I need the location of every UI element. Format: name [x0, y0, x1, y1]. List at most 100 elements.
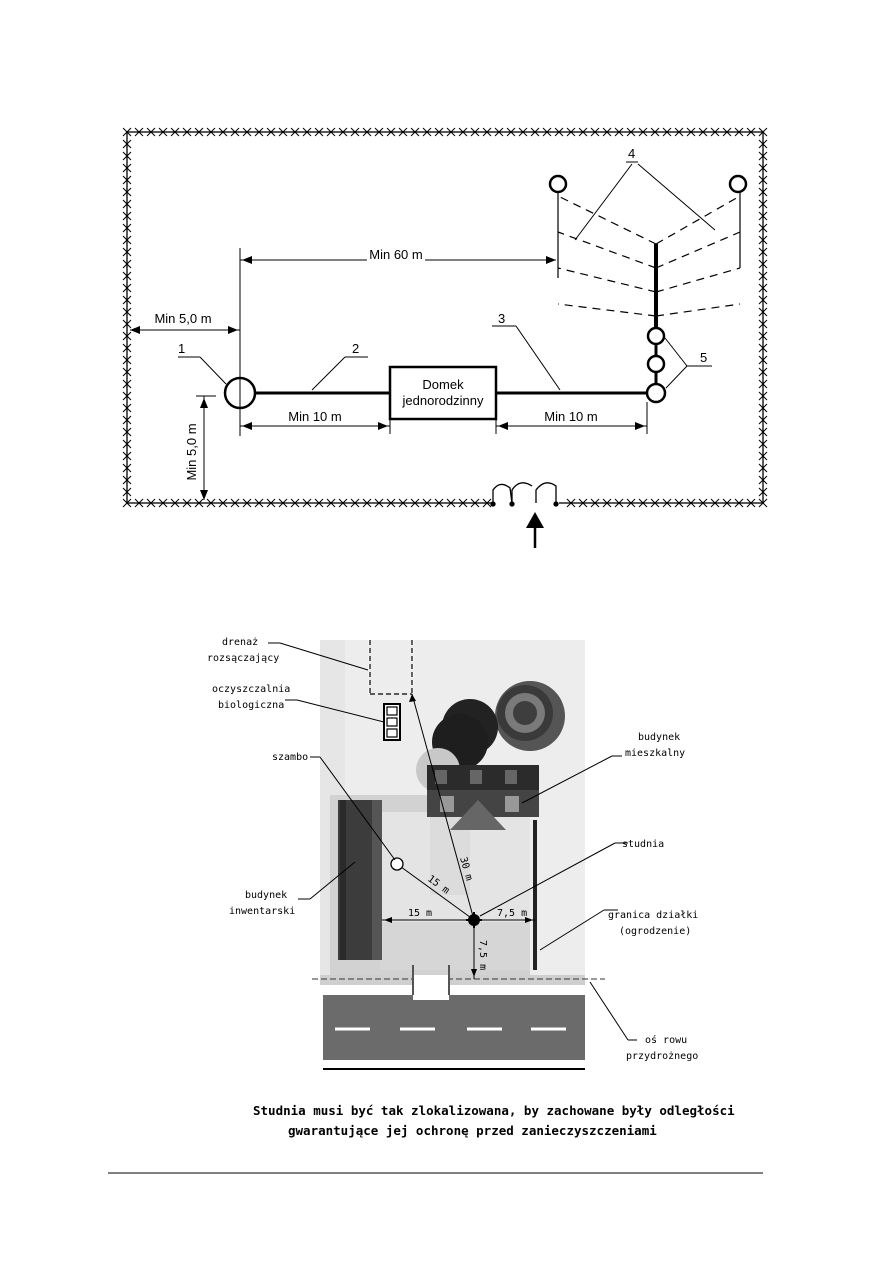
gate-opening: [493, 498, 559, 508]
fence-cross: [122, 355, 132, 365]
fence-cross: [194, 127, 204, 137]
fence-cross: [446, 498, 456, 508]
fence-cross: [698, 498, 708, 508]
vent-right: [728, 174, 748, 194]
fence-cross: [566, 127, 576, 137]
fence-cross: [122, 319, 132, 329]
fence-cross: [758, 235, 768, 245]
label-livestock-1: budynek: [245, 890, 287, 901]
fence-cross: [650, 127, 660, 137]
fence-cross: [590, 127, 600, 137]
fence-cross: [458, 127, 468, 137]
fence-cross: [758, 367, 768, 377]
fence-cross: [566, 498, 576, 508]
fence-cross: [194, 498, 204, 508]
label-plant-2: biologiczna: [218, 700, 284, 711]
fence-cross: [758, 199, 768, 209]
well-location-diagram: 30 m 15 m 15 m 7,5 m 7,5 m drenaż rozsąc…: [207, 637, 735, 1138]
fence-cross: [122, 331, 132, 341]
fence-cross: [578, 127, 588, 137]
fence-cross: [686, 127, 696, 137]
caption-line-2: gwarantujące jej ochronę przed zanieczys…: [288, 1123, 657, 1138]
fence-cross: [614, 127, 624, 137]
fence-cross: [386, 498, 396, 508]
fence-cross: [302, 498, 312, 508]
fence-cross: [122, 199, 132, 209]
septic-chamber-2: [646, 354, 666, 374]
fence-cross: [374, 498, 384, 508]
callout-leaders: [268, 642, 637, 1041]
fence-cross: [734, 498, 744, 508]
fence-cross: [134, 127, 144, 137]
fence-cross: [410, 127, 420, 137]
fence-cross: [254, 498, 264, 508]
fence-cross: [638, 498, 648, 508]
marker-1: 1: [178, 341, 185, 356]
leader-lines: [178, 161, 716, 391]
fence-cross: [206, 498, 216, 508]
fence-cross: [362, 498, 372, 508]
fence-cross: [758, 259, 768, 269]
fence-cross: [350, 127, 360, 137]
fence-cross: [530, 127, 540, 137]
fence-cross: [686, 498, 696, 508]
fence-cross: [758, 379, 768, 389]
fence-cross: [734, 127, 744, 137]
fence-cross: [758, 187, 768, 197]
label-ditch-2: przydrożnego: [626, 1051, 698, 1062]
fence-cross: [758, 451, 768, 461]
fence-cross: [758, 331, 768, 341]
marker-5: 5: [700, 350, 707, 365]
fence-cross: [758, 247, 768, 257]
fence-cross: [122, 307, 132, 317]
fence-cross: [122, 175, 132, 185]
house-label-1: Domek: [422, 377, 464, 392]
fence-border: [126, 131, 764, 504]
fence-cross: [590, 498, 600, 508]
label-cesspool: szambo: [272, 752, 308, 763]
fence-cross: [170, 127, 180, 137]
fence-cross: [122, 367, 132, 377]
fence-cross: [266, 498, 276, 508]
fence-cross: [122, 247, 132, 257]
fence-cross: [170, 498, 180, 508]
fence-cross: [638, 127, 648, 137]
distance-arrows: [384, 694, 533, 977]
fence-cross: [758, 391, 768, 401]
fence-cross: [398, 498, 408, 508]
fence-cross: [218, 498, 228, 508]
fence-cross: [602, 498, 612, 508]
fence-cross: [482, 127, 492, 137]
fence-cross: [722, 498, 732, 508]
fence-cross: [350, 498, 360, 508]
driveway: [413, 975, 449, 1000]
fence-cross: [710, 127, 720, 137]
fence-cross: [518, 127, 528, 137]
fence-cross: [122, 283, 132, 293]
fence-cross: [758, 151, 768, 161]
label-plant-1: oczyszczalnia: [212, 684, 290, 695]
fence-cross: [542, 127, 552, 137]
dim-min-5-left: Min 5,0 m: [154, 311, 211, 326]
fence-cross: [122, 187, 132, 197]
fence-cross: [386, 127, 396, 137]
fence-cross: [182, 498, 192, 508]
fence-cross: [758, 355, 768, 365]
dim-min-60: Min 60 m: [369, 247, 422, 262]
fence-cross: [758, 307, 768, 317]
fence-cross: [122, 163, 132, 173]
fence-cross: [758, 439, 768, 449]
fence-cross: [758, 475, 768, 485]
fence-cross: [758, 295, 768, 305]
septic-chamber-3: [646, 326, 666, 346]
fence-cross: [374, 127, 384, 137]
fence-cross: [626, 127, 636, 137]
fence-cross: [122, 235, 132, 245]
label-drain-2: rozsączający: [207, 653, 279, 664]
fence-cross: [122, 211, 132, 221]
label-border-1: granica działki: [608, 910, 698, 921]
fence-cross: [230, 127, 240, 137]
fence-cross: [122, 151, 132, 161]
fence-cross: [506, 127, 516, 137]
